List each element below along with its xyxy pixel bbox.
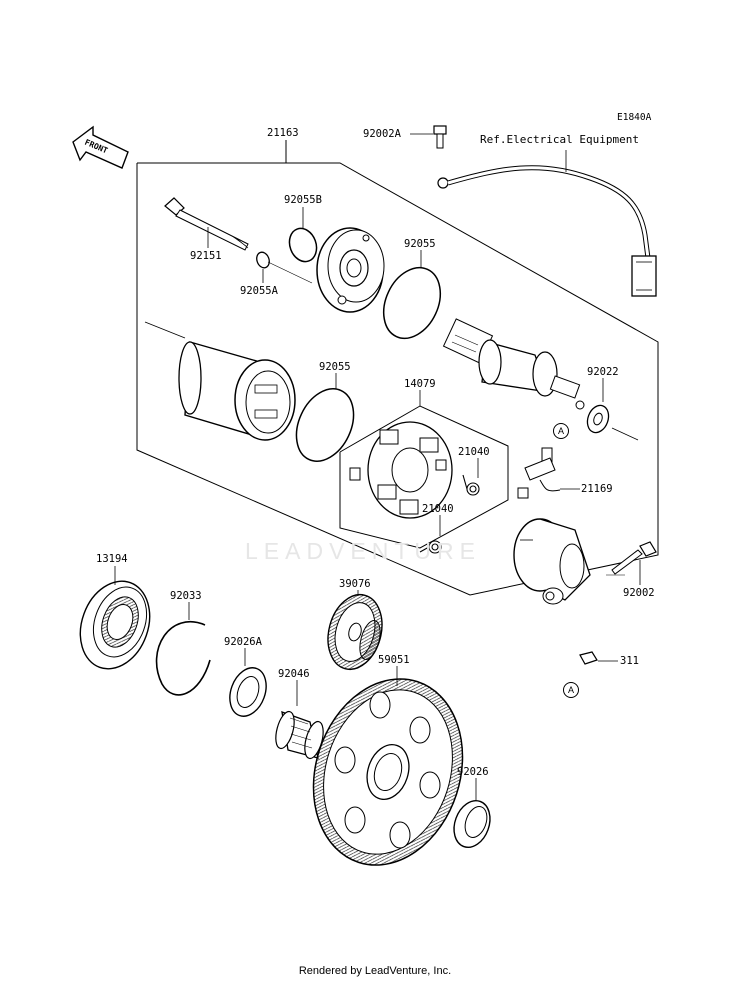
rear-end-cover: [513, 518, 591, 605]
oring-92055b: [288, 227, 318, 263]
part-label-oring-a[interactable]: 92055A: [240, 285, 278, 297]
washer-92022: [586, 404, 610, 434]
watermark: LEADVENTURE: [245, 538, 481, 564]
part-label-oring-yoke[interactable]: 92055: [319, 361, 351, 373]
brush-terminal-21169: [517, 447, 561, 499]
oring-92055-endcap: [382, 266, 442, 340]
part-label-nut[interactable]: 311: [620, 655, 639, 667]
footer-credit: Rendered by LeadVenture, Inc.: [298, 965, 452, 977]
part-label-idle-gear[interactable]: 39076: [339, 578, 371, 590]
part-label-washer[interactable]: 92022: [587, 366, 619, 378]
spring-21040-lower: [419, 540, 442, 554]
front-end-cover: [316, 227, 385, 313]
part-label-clutch[interactable]: 13194: [96, 553, 128, 565]
part-label-washer-a[interactable]: 92026A: [224, 636, 262, 648]
part-label-spring-lower[interactable]: 21040: [422, 503, 454, 515]
oring-92055a: [256, 251, 270, 269]
one-way-clutch-13194: [79, 580, 151, 670]
part-label-circlip[interactable]: 92033: [170, 590, 202, 602]
starter-assembly-frame: [136, 162, 659, 596]
idle-gear-39076: [327, 593, 383, 671]
needle-bearing-92046: [275, 710, 324, 760]
starter-cable: [437, 165, 657, 297]
bolt-92002: [611, 541, 657, 575]
front-arrow-icon: [72, 125, 129, 169]
bolt-92002a: [433, 125, 447, 149]
diagram-code: E1840A: [617, 112, 652, 123]
callout-a-upper: A: [553, 423, 569, 439]
part-label-oring-b[interactable]: 92055B: [284, 194, 322, 206]
part-label-oring-endcap[interactable]: 92055: [404, 238, 436, 250]
part-label-brush-holder[interactable]: 14079: [404, 378, 436, 390]
starter-gear-59051: [312, 678, 464, 866]
part-label-brush-terminal[interactable]: 21169: [581, 483, 613, 495]
brush-holder-14079: [349, 421, 453, 519]
seal-92026: [453, 800, 491, 848]
part-label-starter-motor[interactable]: 21163: [267, 127, 299, 139]
circlip-92033: [155, 621, 211, 696]
part-label-spring-upper[interactable]: 21040: [458, 446, 490, 458]
part-label-seal[interactable]: 92026: [457, 766, 489, 778]
part-label-long-bolt[interactable]: 92151: [190, 250, 222, 262]
oring-92055-yoke: [295, 388, 355, 462]
long-bolt-92151: [164, 197, 249, 251]
spring-21040-upper: [462, 474, 480, 496]
motor-yoke: [178, 341, 296, 441]
reference-note: Ref.Electrical Equipment: [480, 133, 639, 146]
washer-92026a: [229, 667, 267, 717]
armature: [442, 318, 585, 410]
nut-311: [579, 651, 598, 665]
part-label-bolt-top[interactable]: 92002A: [363, 128, 401, 140]
part-label-needle-bearing[interactable]: 92046: [278, 668, 310, 680]
part-label-bolt-right[interactable]: 92002: [623, 587, 655, 599]
part-label-starter-gear[interactable]: 59051: [378, 654, 410, 666]
callout-a-lower: A: [563, 682, 579, 698]
